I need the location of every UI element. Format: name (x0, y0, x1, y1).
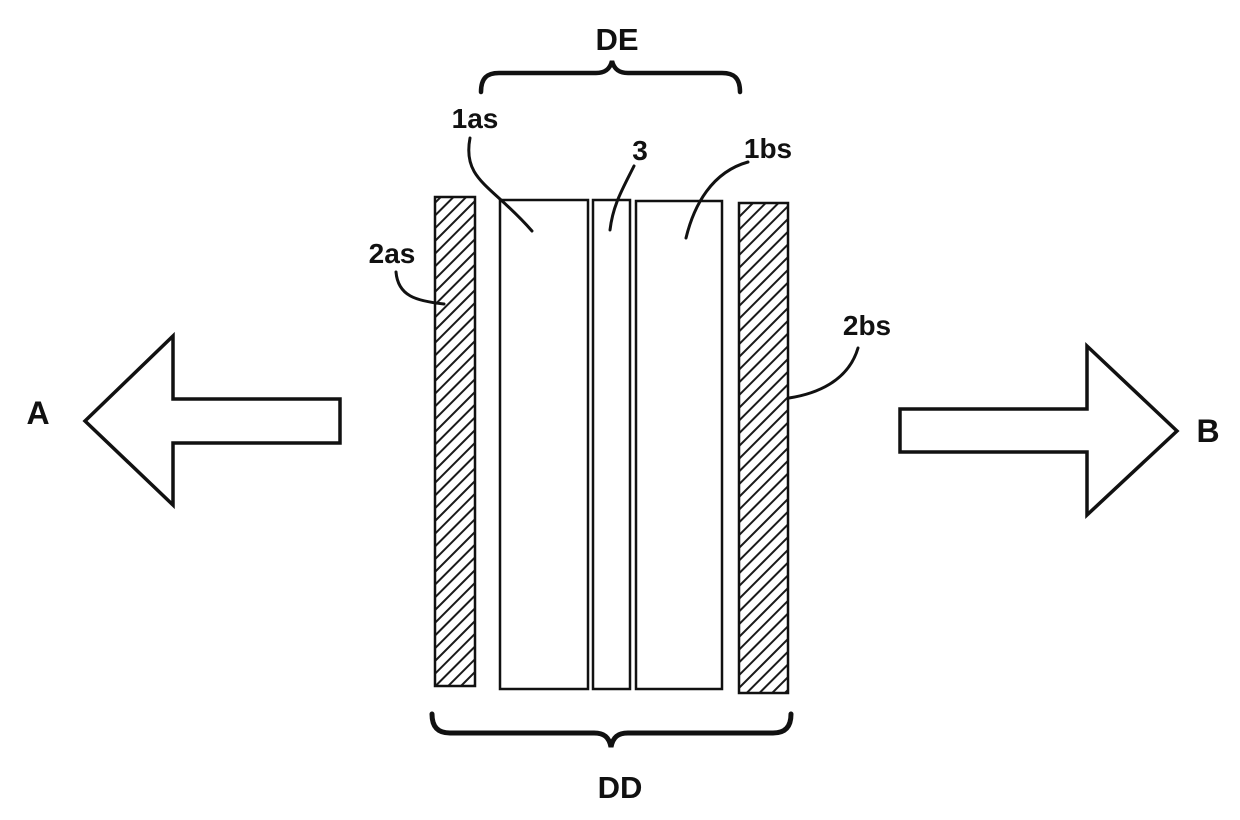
label-arrow-a: A (26, 395, 49, 431)
bottom-brace (429, 711, 794, 748)
top-brace (478, 60, 743, 95)
layer-stack (433, 195, 790, 695)
label-1as: 1as (452, 103, 499, 134)
hatched-plate-2bs (737, 201, 790, 695)
label-1bs: 1bs (744, 133, 792, 164)
right-block-arrow-icon (898, 341, 1180, 520)
label-2bs: 2bs (843, 310, 891, 341)
substrate-1bs (634, 199, 724, 691)
leader-line-2bs (787, 346, 860, 400)
label-2as: 2as (369, 238, 416, 269)
leader-line-1as (467, 136, 534, 233)
hatched-plate-2as (433, 195, 477, 688)
left-block-arrow-icon (82, 331, 342, 510)
label-3: 3 (632, 135, 648, 166)
leader-line-1bs (684, 160, 750, 240)
top-brace-label: DE (595, 22, 638, 57)
leader-line-2as (394, 270, 446, 306)
substrate-1as (498, 198, 590, 691)
label-arrow-b: B (1196, 413, 1219, 449)
bottom-brace-label: DD (598, 770, 643, 805)
leader-line-3 (608, 164, 636, 232)
middle-layer-3 (591, 198, 632, 691)
